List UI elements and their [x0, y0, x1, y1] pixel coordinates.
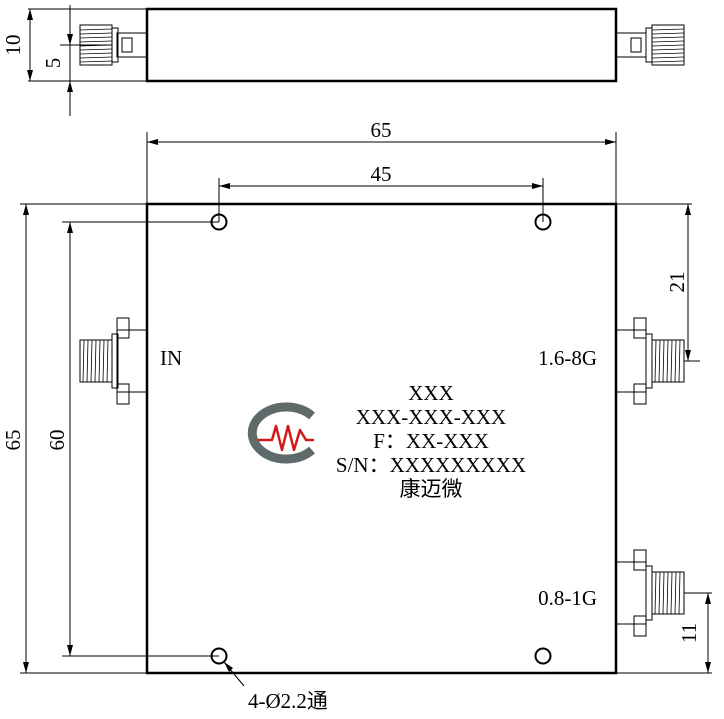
front-view-body — [145, 202, 618, 675]
side-right-connector — [615, 24, 685, 66]
output-high-connector — [615, 317, 685, 405]
width-overall-dimension: 65 — [146, 118, 617, 204]
nameplate: XXX XXX-XXX-XXX F：XX-XXX S/N：XXXXXXXXX 康… — [336, 381, 526, 501]
nameplate-line-2: XXX-XXX-XXX — [356, 405, 506, 429]
front-view: IN 1.6-8G 0.8-1G XXX XXX-XXX-XXX F：XX-XX… — [1, 118, 712, 713]
port-label-output-high: 1.6-8G — [538, 346, 597, 370]
company-logo — [247, 402, 315, 464]
nameplate-line-5: 康迈微 — [400, 477, 463, 501]
mounting-hole — [534, 647, 552, 665]
port-label-output-low: 0.8-1G — [538, 586, 597, 610]
dim-hole-spacing-y: 60 — [45, 430, 69, 451]
dim-right-top-offset: 21 — [665, 272, 689, 293]
dim-top-height: 10 — [1, 35, 25, 56]
nameplate-line-3: F：XX-XXX — [373, 429, 489, 453]
dim-right-bottom-offset: 11 — [677, 623, 701, 643]
right-bottom-offset-dimension: 11 — [616, 592, 712, 674]
hole-spacing-y-dimension: 60 — [45, 221, 219, 657]
hole-note-leader: 4-Ø2.2通 — [223, 661, 328, 713]
nameplate-line-1: XXX — [408, 381, 454, 405]
hole-spacing-x-dimension: 45 — [218, 162, 544, 222]
side-view-body — [145, 7, 618, 83]
hole-note: 4-Ø2.2通 — [248, 689, 328, 713]
height-overall-dimension: 65 — [1, 203, 147, 674]
nameplate-line-4: S/N：XXXXXXXXX — [336, 453, 526, 477]
dim-top-half: 5 — [41, 58, 65, 69]
side-height-dimension: 10 5 — [1, 5, 147, 116]
right-top-offset-dimension: 21 — [616, 203, 700, 362]
side-view: 10 5 — [1, 5, 685, 116]
dim-height-overall: 65 — [1, 430, 25, 451]
output-low-connector — [615, 549, 685, 637]
dim-width-overall: 65 — [371, 118, 392, 142]
port-label-input: IN — [160, 346, 182, 370]
input-connector — [79, 317, 148, 405]
dim-hole-spacing-x: 45 — [371, 162, 392, 186]
